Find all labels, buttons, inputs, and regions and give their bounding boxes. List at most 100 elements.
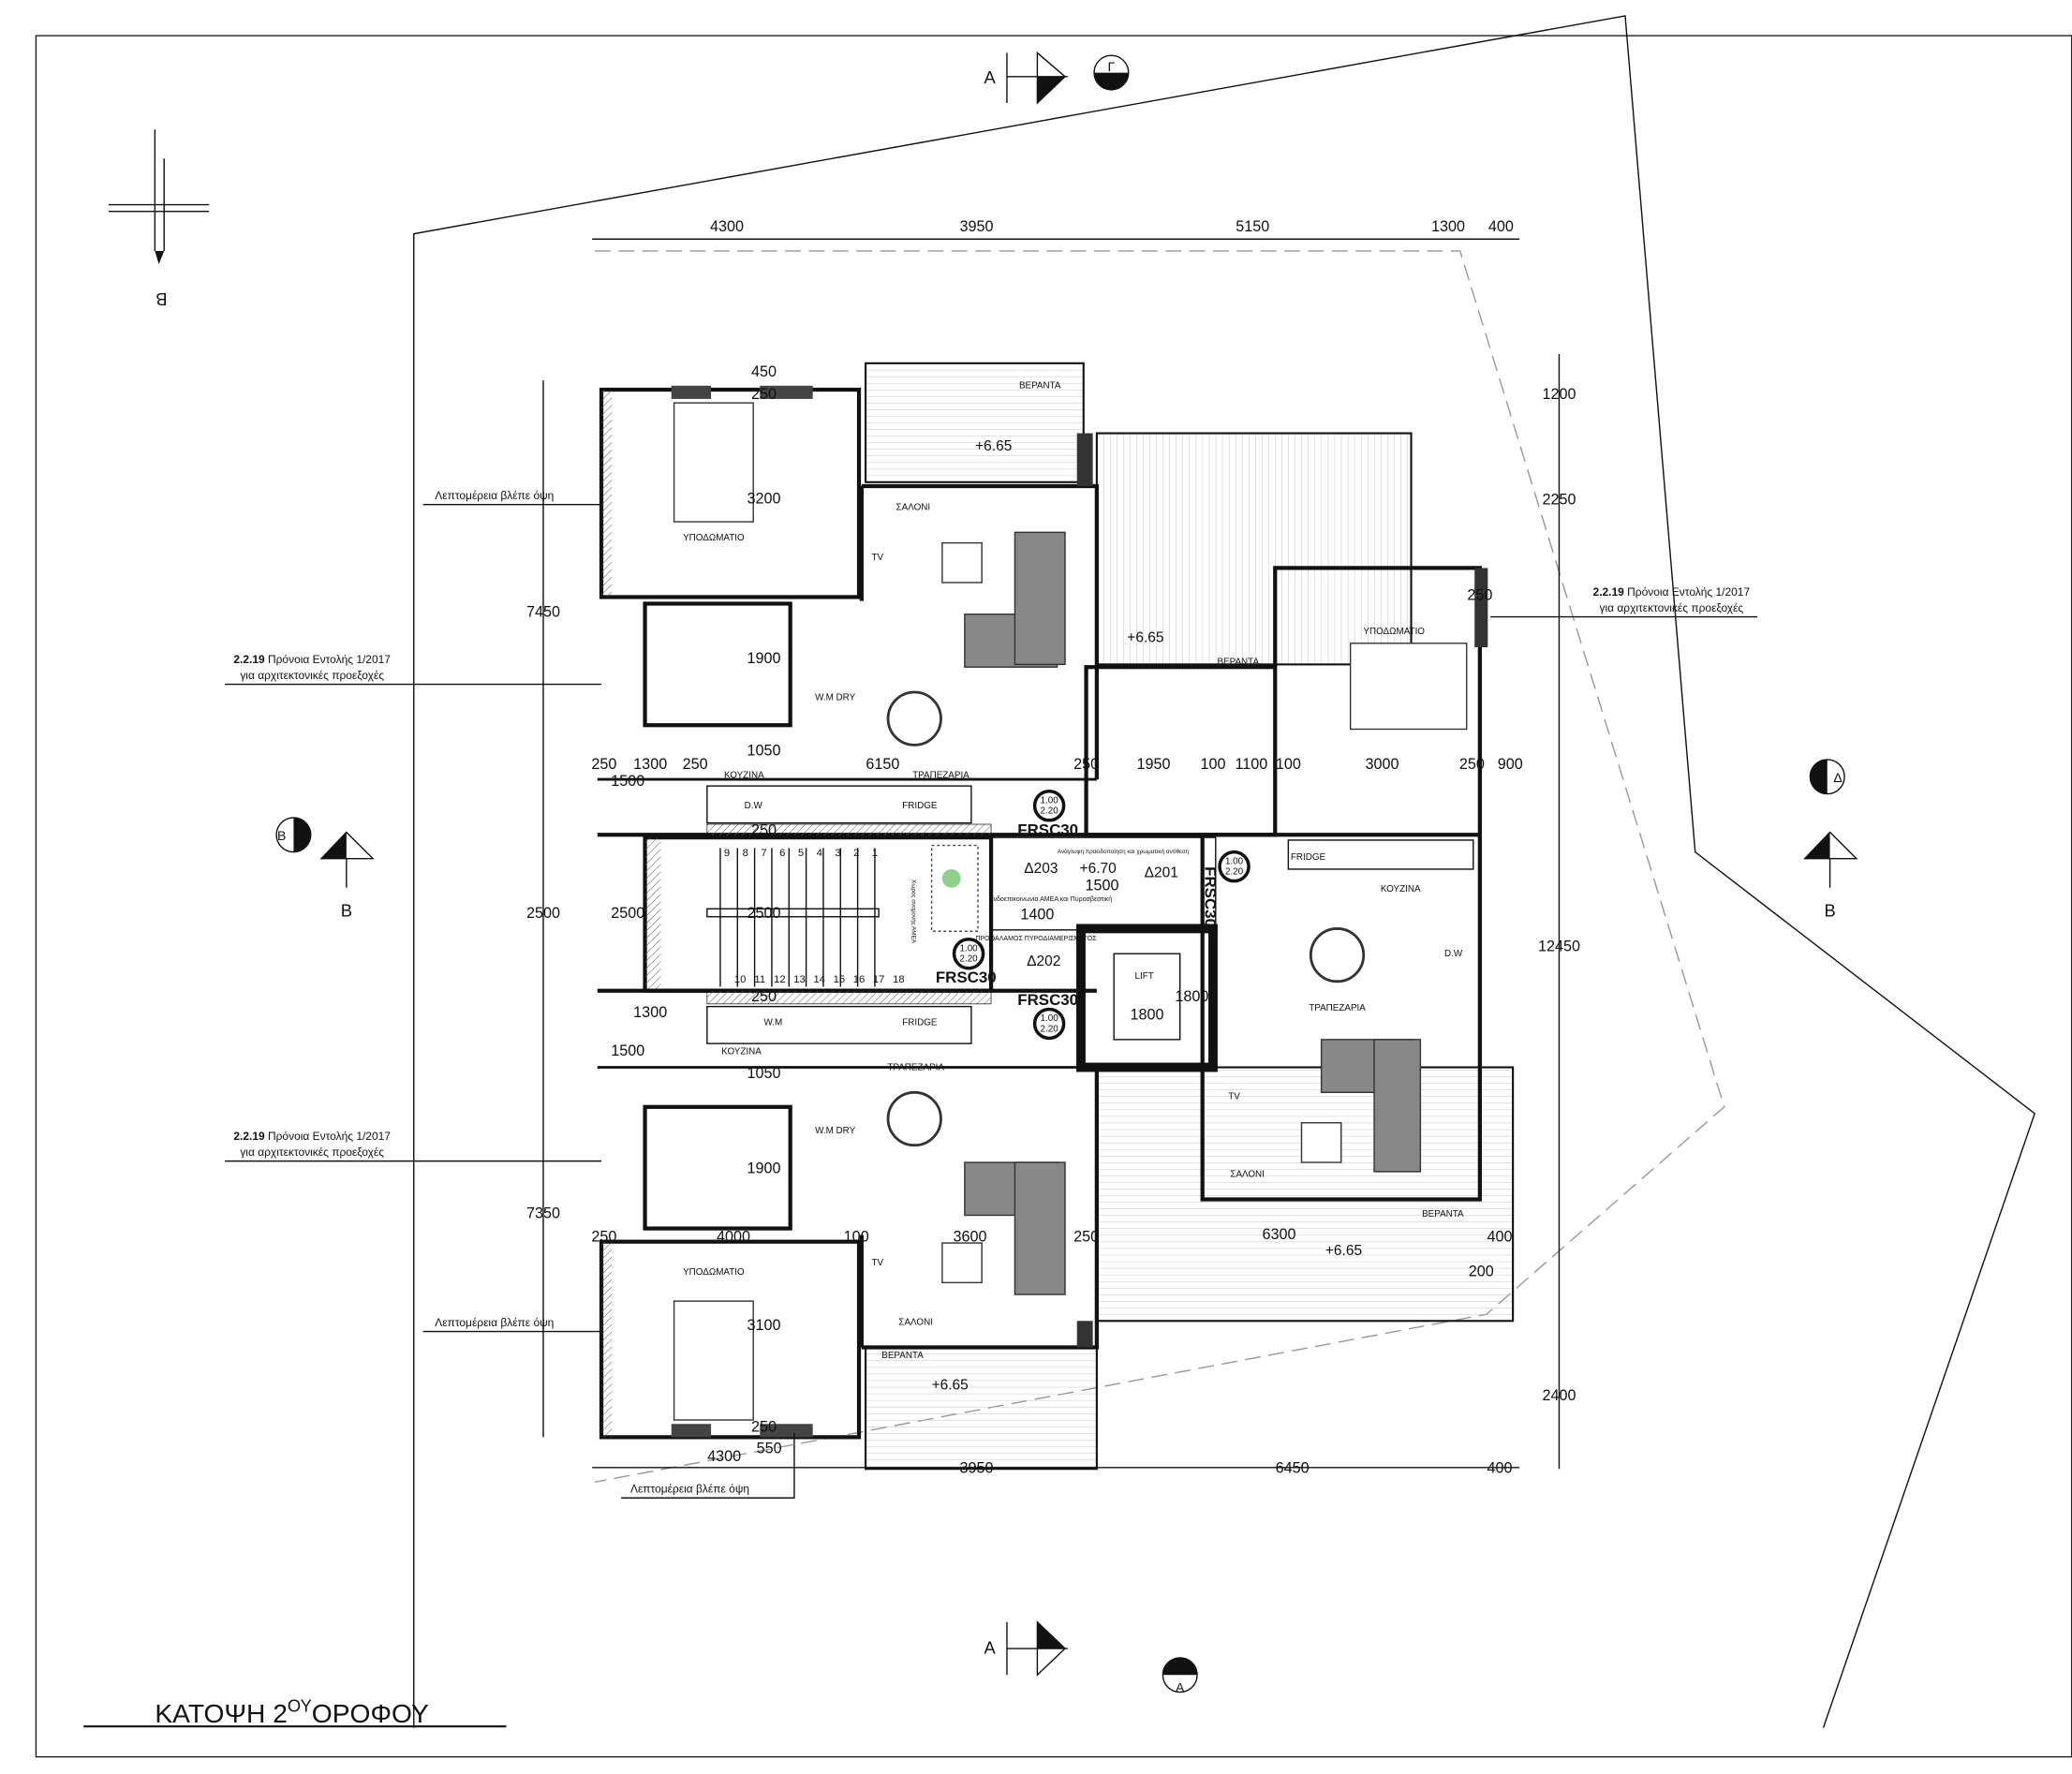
level-mark: +6.65: [1127, 629, 1163, 645]
dim-label: 1900: [747, 1160, 780, 1176]
stair-number: 6: [779, 848, 785, 859]
lift-label: LIFT: [1135, 971, 1154, 982]
dim-label: 5150: [1236, 218, 1269, 235]
door-width: 1.00: [959, 943, 978, 954]
dim-label: 2250: [1542, 492, 1576, 509]
dim-label: 2500: [747, 905, 780, 922]
provision-text2: για αρχιτεκτονικές προεξοχές: [240, 1146, 384, 1159]
wm-dry-label: W.M DRY: [815, 692, 856, 702]
staircase: [706, 844, 979, 987]
door-size-tag: 1.00 2.20: [952, 937, 985, 970]
stair-number: 3: [835, 848, 840, 859]
dim-label: 1800: [1130, 1007, 1163, 1024]
dim-label: 400: [1488, 218, 1514, 235]
stair-number: 13: [793, 974, 806, 985]
room-label-dining: ΤΡΑΠΕΖΑΡΙΑ: [887, 1062, 944, 1072]
room-label-bedroom: ΥΠΟΔΩΜΑΤΙΟ: [683, 1267, 745, 1278]
door-height: 2.20: [1041, 1024, 1059, 1034]
door-tag-203: Δ203: [1024, 861, 1058, 877]
room-label-kitchen: ΚΟΥΖΙΝΑ: [721, 1046, 762, 1057]
wheelchair-icon: [941, 868, 961, 888]
door-height: 2.20: [1041, 806, 1059, 817]
dim-label: 100: [1276, 756, 1301, 773]
level-mark: +6.65: [1325, 1243, 1362, 1259]
washing-machine-label: W.M: [763, 1017, 782, 1027]
dim-label: 250: [591, 1229, 616, 1246]
dim-label: 2500: [526, 905, 560, 922]
dim-label: 1300: [633, 756, 667, 773]
annotation-text: Λεπτομέρεια βλέπε όψη: [435, 489, 554, 502]
dim-label: 250: [1459, 756, 1485, 773]
dimension-lines: [542, 238, 1561, 1470]
title-rest: ΟΡΟΦΟΥ: [312, 1698, 429, 1728]
room-label-living: ΣΑΛΟΝΙ: [896, 502, 931, 512]
svg-text:2.2.19 Πρόνοια Εντολής 1/2017: 2.2.19 Πρόνοια Εντολής 1/2017: [233, 653, 391, 666]
dim-label: 1050: [747, 743, 780, 760]
verandas: [865, 362, 1515, 1471]
fire-rating-label: FRSC30: [936, 968, 997, 986]
room-label-bedroom: ΥΠΟΔΩΜΑΤΙΟ: [683, 533, 745, 543]
dim-label: 100: [844, 1229, 869, 1246]
section-mark-bottom-a: A: [984, 1620, 1068, 1677]
section-mark-top-a: A: [984, 51, 1068, 105]
annotation-detail-bottom: Λεπτομέρεια βλέπε όψη: [621, 1433, 795, 1499]
dim-label: 250: [751, 988, 777, 1005]
dim-label: 1300: [1431, 218, 1465, 235]
door-width: 1.00: [1225, 856, 1244, 866]
dim-label: 3950: [960, 218, 994, 235]
stair-number: 5: [798, 848, 804, 859]
dim-label: 250: [751, 821, 777, 838]
annotation-detail-lower: Λεπτομέρεια βλέπε όψη: [422, 1316, 602, 1333]
fridge-label: FRIDGE: [902, 801, 938, 811]
level-mark: +6.65: [932, 1378, 969, 1394]
dim-label: 6150: [866, 756, 899, 773]
dim-label: 100: [1200, 756, 1225, 773]
door-width: 1.00: [1041, 1013, 1059, 1024]
door-size-tag: 1.00 2.20: [1032, 1007, 1066, 1041]
door-width: 1.00: [1041, 795, 1059, 806]
dim-label: 200: [1469, 1263, 1494, 1279]
dim-label: 400: [1487, 1459, 1512, 1476]
section-label: B: [1824, 901, 1835, 921]
section-label: A: [1176, 1680, 1185, 1695]
fire-rating-label: FRSC30: [1017, 820, 1078, 838]
dim-label: 250: [1073, 1229, 1099, 1246]
stair-number: 1: [872, 848, 878, 859]
stair-number: 12: [774, 974, 786, 985]
annotation-provision-upper: 2.2.19 Πρόνοια Εντολής 1/2017 για αρχιτε…: [225, 653, 602, 686]
annotation-text: Λεπτομέρεια βλέπε όψη: [630, 1483, 749, 1496]
room-label-dining: ΤΡΑΠΕΖΑΡΙΑ: [912, 771, 969, 781]
provision-text2: για αρχιτεκτονικές προεξοχές: [240, 669, 384, 682]
dim-label: 1300: [633, 1004, 667, 1021]
dim-label: 4300: [710, 218, 744, 235]
dim-label: 550: [757, 1440, 782, 1456]
stair-numbers-upper: 9 8 7 6 5 4 3 2 1: [724, 848, 878, 859]
door-tag-201: Δ201: [1145, 865, 1178, 880]
stair-number: 11: [754, 974, 765, 985]
dim-label: 4300: [707, 1448, 741, 1465]
door-height: 2.20: [1225, 867, 1244, 878]
stair-number: 18: [893, 974, 905, 985]
svg-text:ΚΑΤΟΨΗ 2ΟΥΟΡΟΦΟΥ: ΚΑΤΟΨΗ 2ΟΥΟΡΟΦΟΥ: [155, 1696, 429, 1728]
north-arrow-label: B: [155, 289, 167, 309]
level-mark: +6.70: [1080, 861, 1117, 877]
fire-rating-label: FRSC30: [1202, 866, 1220, 927]
dim-label: 1500: [611, 773, 644, 790]
walls: [597, 385, 1488, 1440]
section-label: Δ: [1833, 770, 1842, 785]
section-label: Γ: [1108, 59, 1116, 74]
provision-text2: για αρχιτεκτονικές προεξοχές: [1599, 601, 1743, 614]
stair-number: 17: [873, 974, 885, 985]
dim-label: 1500: [611, 1042, 644, 1059]
tv-label: TV: [871, 1258, 883, 1268]
dim-label: 7450: [526, 604, 560, 621]
section-mark-right: Δ B: [1803, 759, 1858, 921]
annotation-provision-lower: 2.2.19 Πρόνοια Εντολής 1/2017 για αρχιτε…: [225, 1130, 602, 1162]
section-label: B: [277, 828, 286, 843]
provision-code: 2.2.19: [1593, 585, 1625, 599]
intercom-note: Ενδοεπικοινωνία ΑΜΕΑ και Πυροσβεστική: [989, 895, 1113, 903]
fridge-label: FRIDGE: [1291, 852, 1326, 863]
site-boundary: [413, 15, 2035, 1728]
annotation-detail-upper: Λεπτομέρεια βλέπε όψη: [422, 489, 602, 506]
